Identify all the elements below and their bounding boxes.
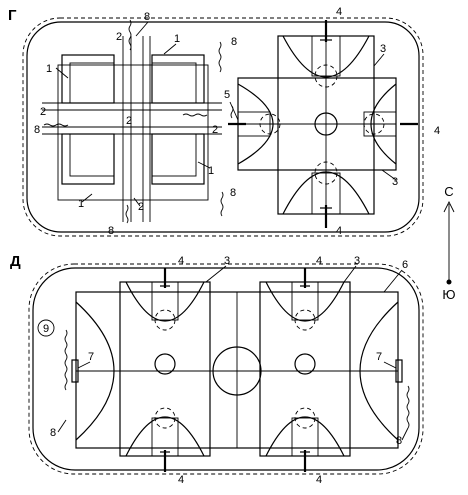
callout-g-4a: 4 [336, 6, 342, 18]
callout-g-8d: 8 [230, 187, 236, 199]
callout-g-4b: 4 [434, 125, 440, 137]
callout-g-2e: 2 [138, 201, 144, 213]
callout-d-7a: 7 [88, 351, 94, 363]
callout-g-4c: 4 [336, 225, 342, 237]
panel-g-basketball-court [228, 20, 418, 228]
callout-d-4d: 4 [316, 474, 322, 486]
callout-g-2c: 2 [126, 115, 132, 127]
north-arrow-icon [443, 200, 455, 213]
center-circle [212, 346, 262, 396]
compass-north: С [444, 184, 453, 199]
callout-g-2a: 2 [116, 31, 122, 43]
callout-d-4b: 4 [316, 255, 322, 267]
callout-g-8b: 8 [231, 36, 237, 48]
callout-d-4c: 4 [178, 474, 184, 486]
compass-south: Ю [442, 287, 455, 302]
callout-g-8e: 8 [108, 225, 114, 237]
callout-g-8a: 8 [144, 11, 150, 23]
callout-g-2b: 2 [40, 106, 46, 118]
panel-d-label: Д [10, 253, 21, 270]
compass: С Ю [442, 184, 455, 302]
callout-g-2d: 2 [212, 124, 218, 136]
panel-d-callouts: 4 3 4 3 6 9 7 7 8 8 4 4 [37, 255, 409, 486]
panel-g-callouts: 8 2 1 8 1 2 2 8 2 1 1 2 8 8 4 3 5 4 3 4 [34, 6, 440, 237]
panel-g-outer-boundary [26, 21, 420, 233]
panel-g-left-courts [42, 19, 224, 224]
left-block-frame [57, 64, 209, 201]
panel-d-fence [28, 263, 424, 475]
callout-g-5: 5 [224, 89, 230, 101]
callout-d-7b: 7 [376, 351, 382, 363]
panel-g-plan [22, 17, 424, 237]
panel-d-plan [28, 263, 424, 475]
panel-d-court-left [119, 268, 211, 472]
panel-d-outer-boundary [32, 267, 420, 471]
callout-g-3a: 3 [380, 43, 386, 55]
callout-g-1c: 1 [208, 165, 214, 177]
callout-d-8a: 8 [50, 427, 56, 439]
callout-g-1b: 1 [46, 63, 52, 75]
callout-g-8c: 8 [34, 124, 40, 136]
callout-d-9: 9 [43, 323, 49, 335]
callout-g-3b: 3 [392, 176, 398, 188]
panel-g-fence [22, 17, 424, 237]
callout-g-1a: 1 [174, 33, 180, 45]
callout-d-6: 6 [402, 259, 408, 271]
panel-d-court-right [259, 268, 351, 472]
callout-g-1d: 1 [78, 198, 84, 210]
callout-d-9-circle [37, 319, 55, 337]
panel-g-label: Г [8, 7, 17, 24]
callout-d-4a: 4 [178, 255, 184, 267]
callout-d-3a: 3 [224, 255, 230, 267]
callout-d-8b: 8 [396, 435, 402, 447]
callout-d-3b: 3 [354, 255, 360, 267]
